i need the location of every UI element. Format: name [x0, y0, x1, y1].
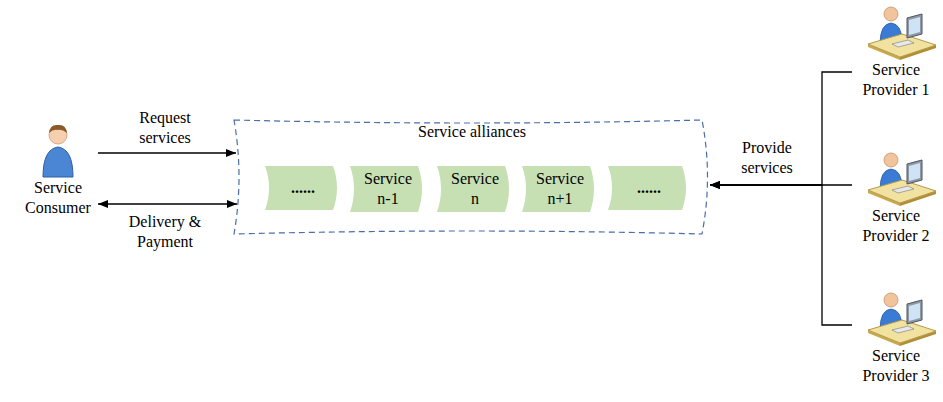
- banner-fill: [608, 166, 686, 210]
- monitor-screen: [909, 163, 920, 181]
- workstation-icon: [852, 2, 940, 60]
- keyboard: [892, 326, 914, 333]
- flow-arrow: [710, 185, 852, 325]
- actor-label: Service Consumer: [18, 178, 98, 218]
- person-head: [884, 293, 898, 307]
- service-banner: ......: [608, 166, 690, 210]
- provider-label: Service Provider 1: [852, 60, 940, 100]
- workstation-icon: [852, 288, 940, 346]
- flow-arrow: [98, 203, 237, 204]
- service-label: Service n+1: [532, 169, 588, 209]
- service-banner: Service n-1: [350, 166, 426, 212]
- banner-fill: [522, 166, 594, 212]
- desk-top: [868, 180, 936, 203]
- service-banner: ......: [265, 166, 341, 210]
- desk-top: [868, 34, 936, 57]
- keyboard: [892, 40, 914, 47]
- container-title: Service alliances: [232, 118, 712, 142]
- service-label: ......: [291, 178, 315, 198]
- edge-label: Provide services: [724, 138, 810, 178]
- edge-label: Delivery & Payment: [120, 212, 210, 252]
- person-icon: [18, 120, 98, 178]
- consumer-actor: Service Consumer: [18, 120, 98, 218]
- person-head: [884, 153, 898, 167]
- person-body: [43, 147, 73, 177]
- monitor: [907, 14, 922, 38]
- banner-fill: [437, 166, 509, 212]
- service-label: Service n-1: [360, 169, 416, 209]
- flow-arrow: [98, 152, 236, 153]
- banner-fill: [350, 166, 422, 212]
- provider-actor: Service Provider 2: [852, 148, 940, 246]
- provider-actor: Service Provider 3: [852, 288, 940, 386]
- service-banner: Service n: [437, 166, 513, 212]
- service-banner: Service n+1: [522, 166, 598, 212]
- monitor: [907, 300, 922, 324]
- flow-arrow: [710, 72, 852, 185]
- provider-label: Service Provider 2: [852, 206, 940, 246]
- service-label: ......: [637, 178, 661, 198]
- edge-label: Request services: [120, 108, 210, 148]
- alliance-container: Service alliances...... Service n-1 Servic…: [232, 118, 712, 236]
- provider-actor: Service Provider 1: [852, 2, 940, 100]
- monitor-screen: [909, 303, 920, 321]
- desk-top: [868, 320, 936, 343]
- banner-fill: [265, 166, 337, 210]
- monitor-screen: [909, 17, 920, 35]
- monitor: [907, 160, 922, 184]
- person-head: [884, 7, 898, 21]
- workstation-icon: [852, 148, 940, 206]
- provider-label: Service Provider 3: [852, 346, 940, 386]
- service-label: Service n: [447, 169, 503, 209]
- person-hair: [49, 125, 67, 133]
- keyboard: [892, 186, 914, 193]
